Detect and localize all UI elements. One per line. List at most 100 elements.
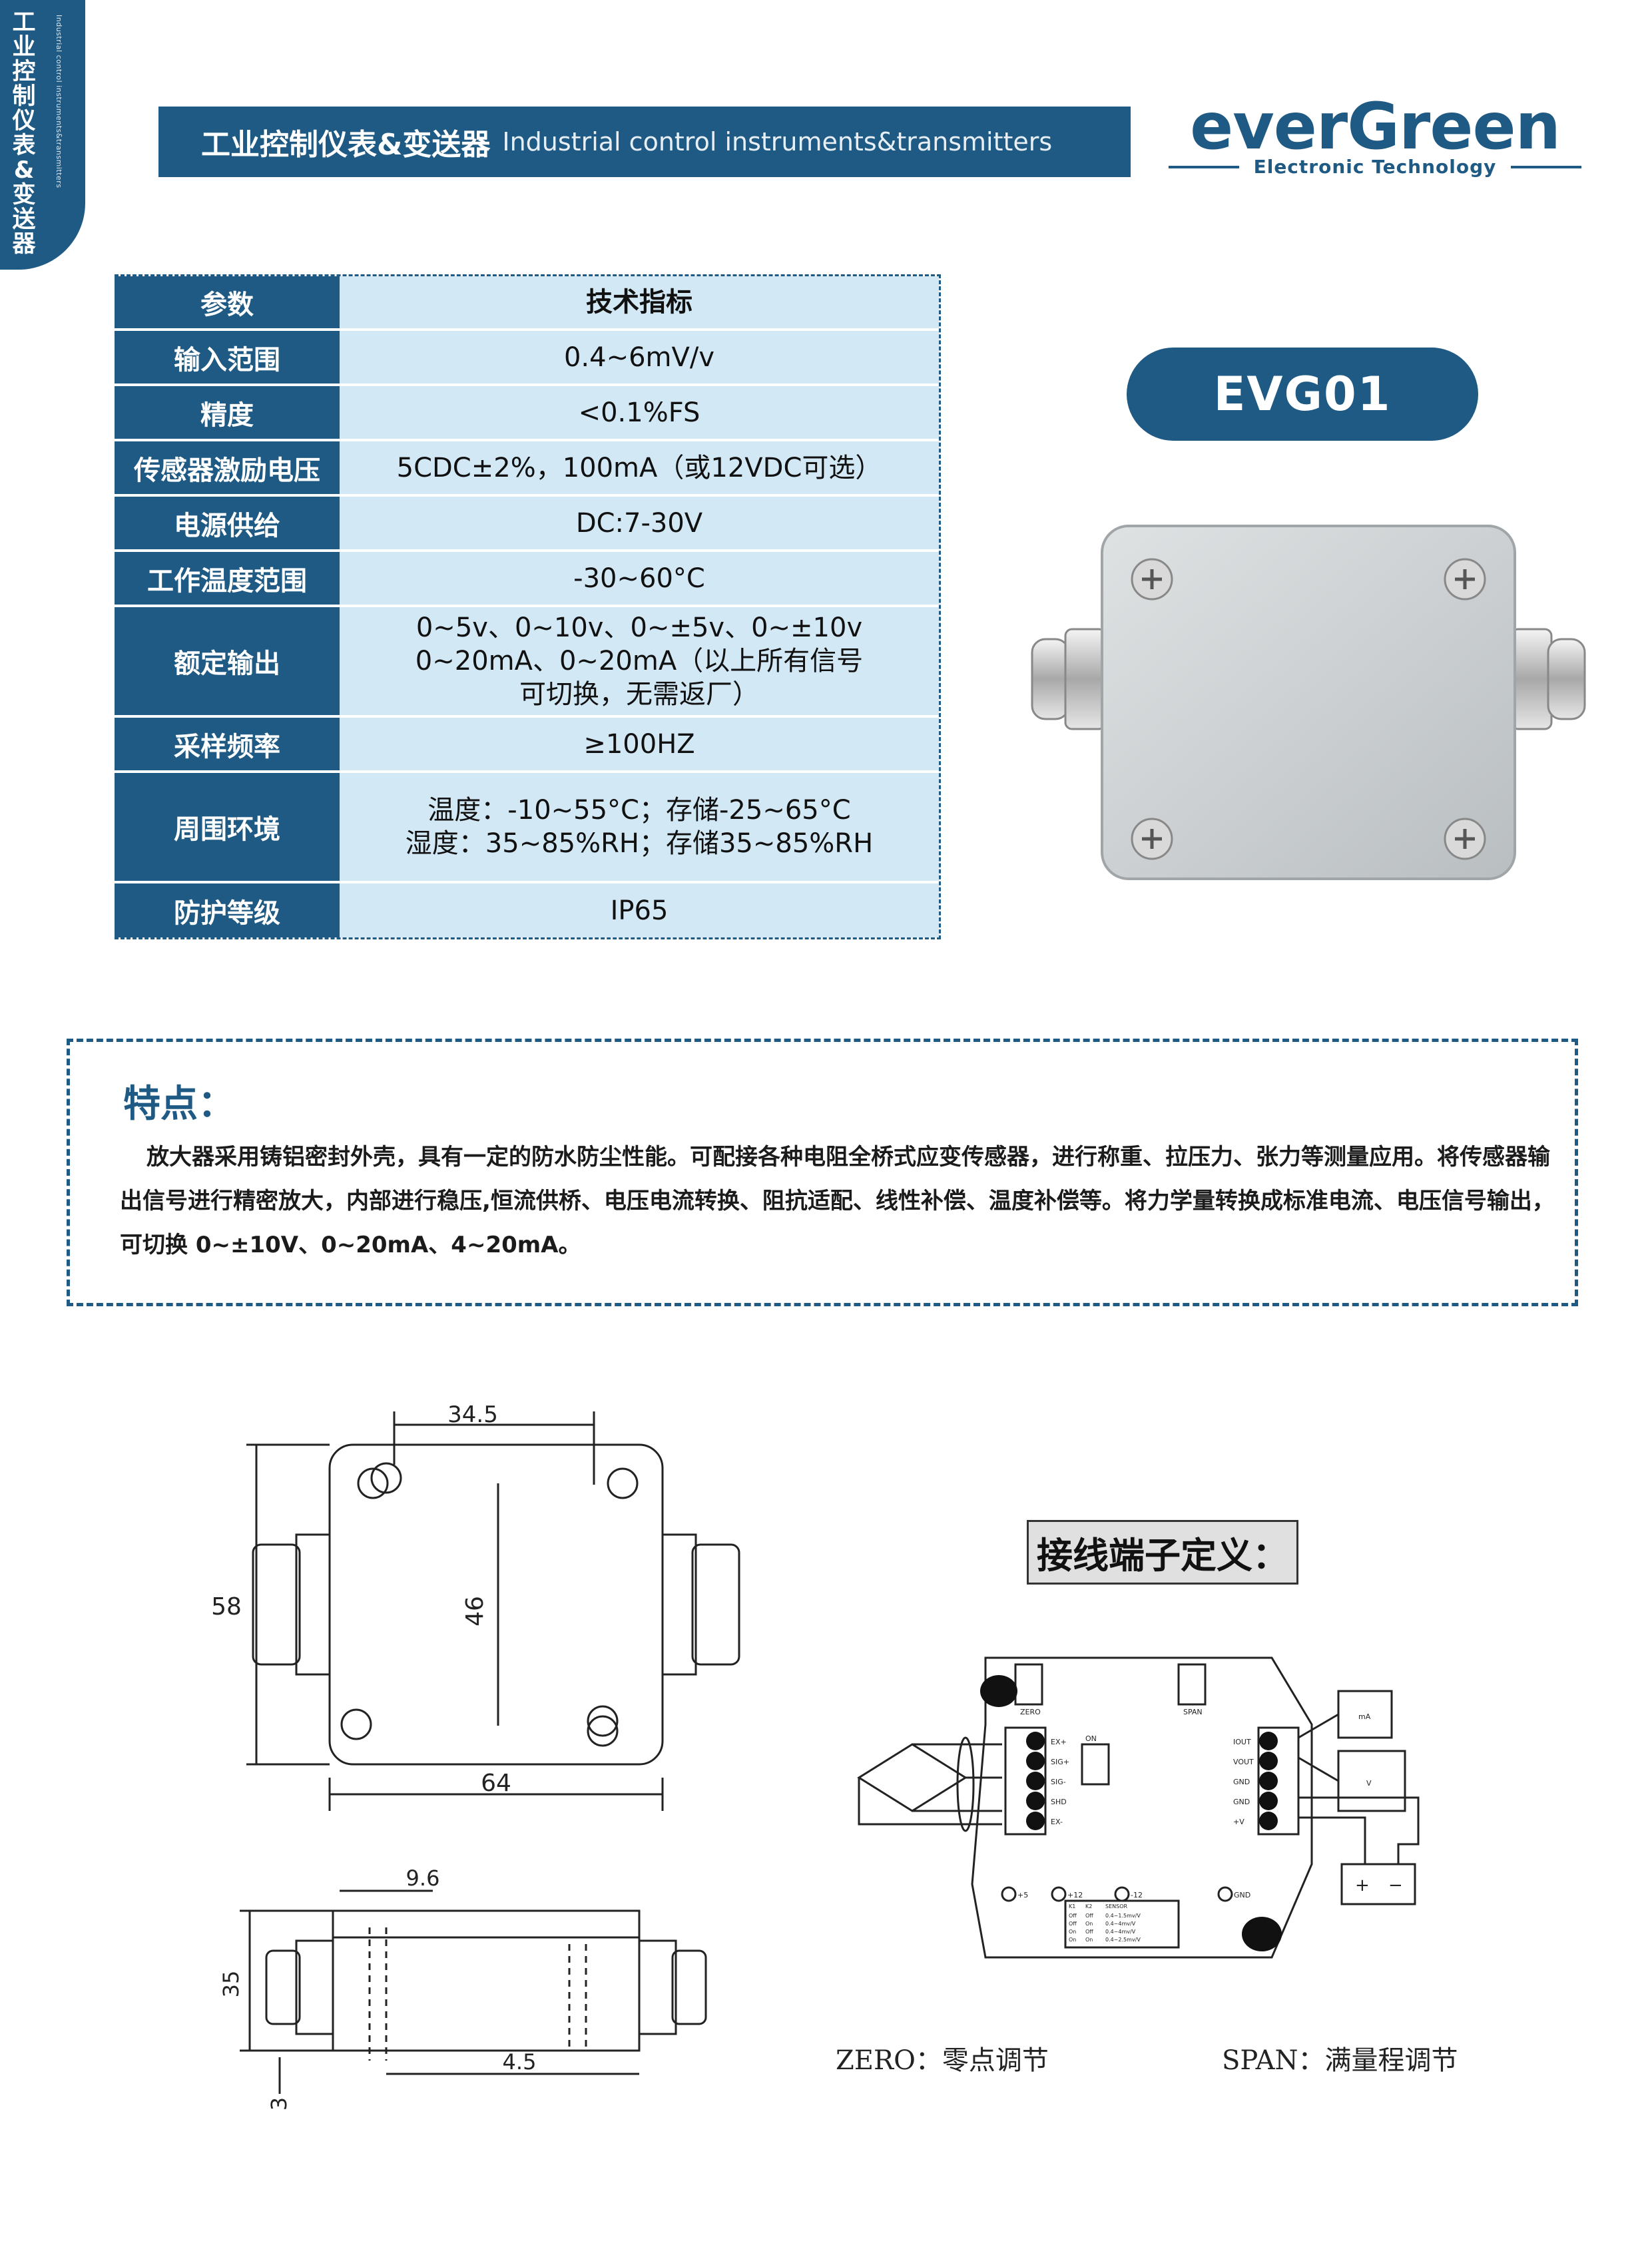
spec-row: 工作温度范围 -30~60°C xyxy=(115,551,939,607)
spec-header-row: 参数 技术指标 xyxy=(115,276,939,331)
board-outline xyxy=(971,1656,1313,1959)
dimension-58: 58 xyxy=(211,1593,242,1620)
dip-table-head: K1 xyxy=(1069,1903,1075,1909)
spec-value-line: 0~5v、0~10v、0~±5v、0~±10v xyxy=(415,613,863,643)
spec-row: 周围环境 温度：-10~55°C；存储-25~65°C 湿度：35~85%RH；… xyxy=(115,772,939,883)
spec-row: 精度 <0.1%FS xyxy=(115,385,939,441)
bottom-label: -12 xyxy=(1131,1891,1143,1899)
model-badge: EVG01 xyxy=(1127,348,1478,441)
dip-switch-label: ON xyxy=(1085,1734,1097,1743)
span-pot-label: SPAN xyxy=(1183,1708,1203,1716)
spec-value: ≥100HZ xyxy=(340,716,939,773)
mount-hole xyxy=(607,1467,639,1499)
span-pot[interactable] xyxy=(1177,1663,1207,1706)
side-tab xyxy=(0,0,85,270)
bottom-label: +12 xyxy=(1067,1891,1083,1899)
dip-switch[interactable] xyxy=(1081,1743,1110,1786)
terminal-label: EX- xyxy=(1051,1818,1063,1826)
mount-hole xyxy=(357,1467,389,1499)
spec-param: 周围环境 xyxy=(115,772,340,883)
dip-table-cell: On xyxy=(1069,1937,1076,1943)
zero-pot-label: ZERO xyxy=(1020,1708,1041,1716)
spec-value: -30~60°C xyxy=(340,551,939,607)
terminal-label: SHD xyxy=(1051,1798,1067,1806)
features-title: 特点： xyxy=(123,1083,235,1126)
meter-ma-label: mA xyxy=(1358,1712,1371,1721)
spec-param: 额定输出 xyxy=(115,606,340,718)
dimension-64: 64 xyxy=(481,1770,511,1797)
gland-outline-left xyxy=(252,1543,301,1666)
banner-title-cn: 工业控制仪表&变送器 xyxy=(201,128,491,162)
tagline-rule-left xyxy=(1169,165,1239,168)
spec-value-line: 可切换，无需返厂） xyxy=(519,679,759,710)
mount-hole xyxy=(587,1705,619,1737)
dimension-9-6: 9.6 xyxy=(406,1866,440,1891)
bottom-label: +5 xyxy=(1017,1891,1028,1899)
cable-gland-right xyxy=(1510,628,1586,730)
dip-table-cell: Off xyxy=(1069,1921,1077,1927)
dimension-46: 46 xyxy=(461,1596,489,1626)
spec-row: 采样频率 ≥100HZ xyxy=(115,716,939,773)
spec-row: 额定输出 0~5v、0~10v、0~±5v、0~±10v 0~20mA、0~20… xyxy=(115,606,939,718)
spec-value: IP65 xyxy=(340,882,939,937)
dip-table-cell: On xyxy=(1085,1937,1093,1943)
dimension-drawing-side: 9.6 35 3 4.5 xyxy=(218,1866,707,2111)
mount-hole xyxy=(340,1708,372,1740)
gland-outline-right xyxy=(691,1543,740,1666)
terminal-label: EX+ xyxy=(1051,1738,1067,1746)
dip-table-cell: Off xyxy=(1069,1913,1077,1919)
dip-table-head: SENSOR xyxy=(1105,1903,1127,1909)
terminal-label: +V xyxy=(1233,1818,1244,1826)
spec-param: 输入范围 xyxy=(115,330,340,386)
brand-tagline: Electronic Technology xyxy=(1253,156,1497,178)
gland-outline-right xyxy=(661,1533,697,1676)
spec-table: 参数 技术指标 输入范围 0.4~6mV/v 精度 <0.1%FS 传感器激励电… xyxy=(115,274,941,939)
dip-table-cell: On xyxy=(1069,1929,1076,1935)
dimension-34-5: 34.5 xyxy=(447,1401,498,1428)
terminal-label: IOUT xyxy=(1233,1738,1251,1746)
side-tab-title: 工业控制仪表&变送器 xyxy=(12,9,36,258)
header-banner: 工业控制仪表&变送器 Industrial control instrument… xyxy=(158,107,1131,177)
mount-hole xyxy=(587,1715,619,1747)
side-outline xyxy=(332,1909,641,2052)
cable-gland-left xyxy=(1031,628,1107,730)
terminal-label: SIG+ xyxy=(1051,1758,1069,1766)
dip-table-cell: 0.4~4mv/V xyxy=(1105,1929,1136,1935)
spec-value: <0.1%FS xyxy=(340,385,939,441)
voltmeter-icon xyxy=(1337,1750,1406,1812)
enclosure-body xyxy=(1101,525,1516,880)
mount-hole xyxy=(370,1462,402,1494)
dip-table-cell: 0.4~4mv/V xyxy=(1105,1921,1136,1927)
dimension-4-5: 4.5 xyxy=(503,2049,537,2075)
terminal-label: GND xyxy=(1233,1778,1250,1786)
features-box: 特点： 放大器采用铸铝密封外壳，具有一定的防水防尘性能。可配接各种电阻全桥式应变… xyxy=(67,1039,1578,1306)
spec-value: 温度：-10~55°C；存储-25~65°C 湿度：35~85%RH；存储35~… xyxy=(340,772,939,883)
bottom-label: GND xyxy=(1234,1891,1250,1899)
dip-table-cell: Off xyxy=(1085,1929,1093,1935)
bridge-sensor xyxy=(857,1743,967,1812)
battery-icon xyxy=(1340,1863,1416,1905)
wiring-title: 接线端子定义： xyxy=(1027,1520,1298,1585)
terminal-label: GND xyxy=(1233,1798,1250,1806)
gland-outline-left xyxy=(295,1533,331,1676)
spec-param: 采样频率 xyxy=(115,716,340,773)
dimension-35: 35 xyxy=(218,1971,244,1998)
spec-row: 电源供给 DC:7-30V xyxy=(115,495,939,552)
dimension-3: 3 xyxy=(266,2097,292,2111)
terminal-label: VOUT xyxy=(1233,1758,1254,1766)
wiring-diagram: EX+ SIG+ SIG- SHD EX- IOUT VOUT GND GND … xyxy=(857,1656,1420,1959)
battery-minus: − xyxy=(1388,1875,1403,1895)
side-tab-subtitle: Industrial control instruments&transmitt… xyxy=(55,15,63,188)
spec-value: 0.4~6mV/v xyxy=(340,330,939,386)
banner-title-en: Industrial control instruments&transmitt… xyxy=(502,127,1053,156)
dip-table xyxy=(1064,1899,1180,1949)
spec-param: 精度 xyxy=(115,385,340,441)
dip-table-cell: On xyxy=(1085,1921,1093,1927)
spec-param: 电源供给 xyxy=(115,495,340,552)
zero-caption: ZERO：零点调节 xyxy=(836,2045,1049,2076)
zero-pot[interactable] xyxy=(1014,1663,1043,1706)
dip-table-cell: 0.4~2.5mv/V xyxy=(1105,1937,1141,1943)
spec-param: 防护等级 xyxy=(115,882,340,937)
spec-row: 防护等级 IP65 xyxy=(115,882,939,937)
spec-value-line: 湿度：35~85%RH；存储35~85%RH xyxy=(405,828,874,859)
